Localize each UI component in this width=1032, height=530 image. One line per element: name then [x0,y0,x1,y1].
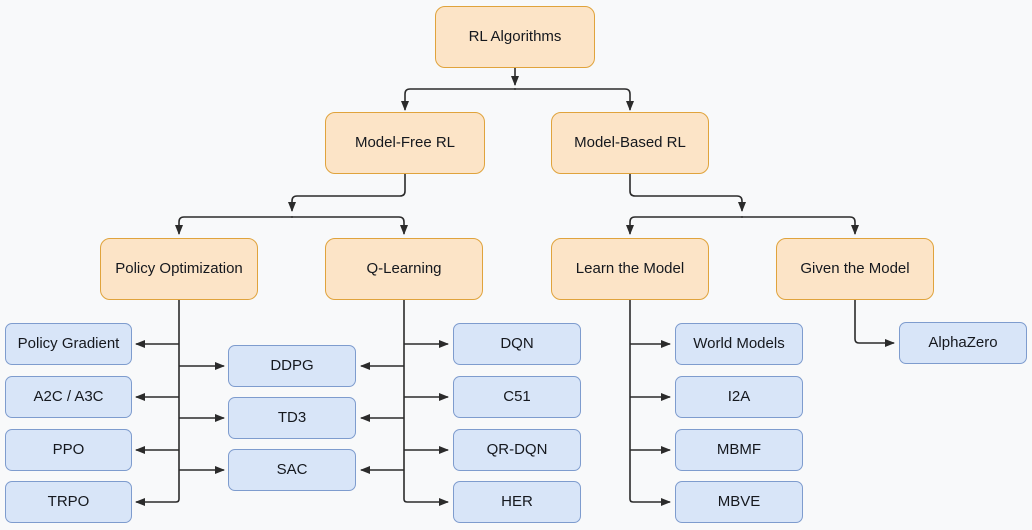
node-model-free-rl: Model-Free RL [325,112,485,174]
node-td3: TD3 [228,397,356,439]
node-given-the-model: Given the Model [776,238,934,300]
node-q-learning: Q-Learning [325,238,483,300]
node-dqn: DQN [453,323,581,365]
edge-junction-to-model-free [401,88,516,111]
edge-junction-to-q-learning [291,216,408,235]
edge-junction-to-given-the-model [741,216,859,235]
node-policy-optimization: Policy Optimization [100,238,258,300]
node-rl-algorithms: RL Algorithms [435,6,595,68]
node-policy-gradient: Policy Gradient [5,323,132,365]
edge-group-policy-optimization [135,300,225,506]
edge-junction-to-learn-the-model [626,216,743,235]
edge-group-q-learning [360,300,449,506]
edge-group-model-free [175,174,408,235]
edge-q-learning-to-her [403,300,449,506]
node-alphazero: AlphaZero [899,322,1027,364]
edge-group-model-based [626,174,859,235]
node-a2c-a3c: A2C / A3C [5,376,132,418]
edge-model-based-to-junction [629,174,746,212]
node-her: HER [453,481,581,523]
edge-model-free-to-junction [288,174,406,212]
node-mbmf: MBMF [675,429,803,471]
node-sac: SAC [228,449,356,491]
node-ddpg: DDPG [228,345,356,387]
node-learn-the-model: Learn the Model [551,238,709,300]
node-qr-dqn: QR-DQN [453,429,581,471]
edge-group-rl-algorithms [401,68,634,111]
edge-junction-to-model-based [514,88,634,111]
edge-group-learn-the-model [629,300,671,506]
node-ppo: PPO [5,429,132,471]
edge-learn-the-model-to-mbve [629,300,671,506]
edge-group-given-the-model [854,300,895,347]
node-world-models: World Models [675,323,803,365]
node-i2a: I2A [675,376,803,418]
node-mbve: MBVE [675,481,803,523]
edge-given-the-model-to-alphazero [854,300,895,347]
node-c51: C51 [453,376,581,418]
edge-junction-to-policy-optimization [175,216,293,235]
node-trpo: TRPO [5,481,132,523]
node-model-based-rl: Model-Based RL [551,112,709,174]
edge-policy-optimization-to-trpo [135,300,180,506]
